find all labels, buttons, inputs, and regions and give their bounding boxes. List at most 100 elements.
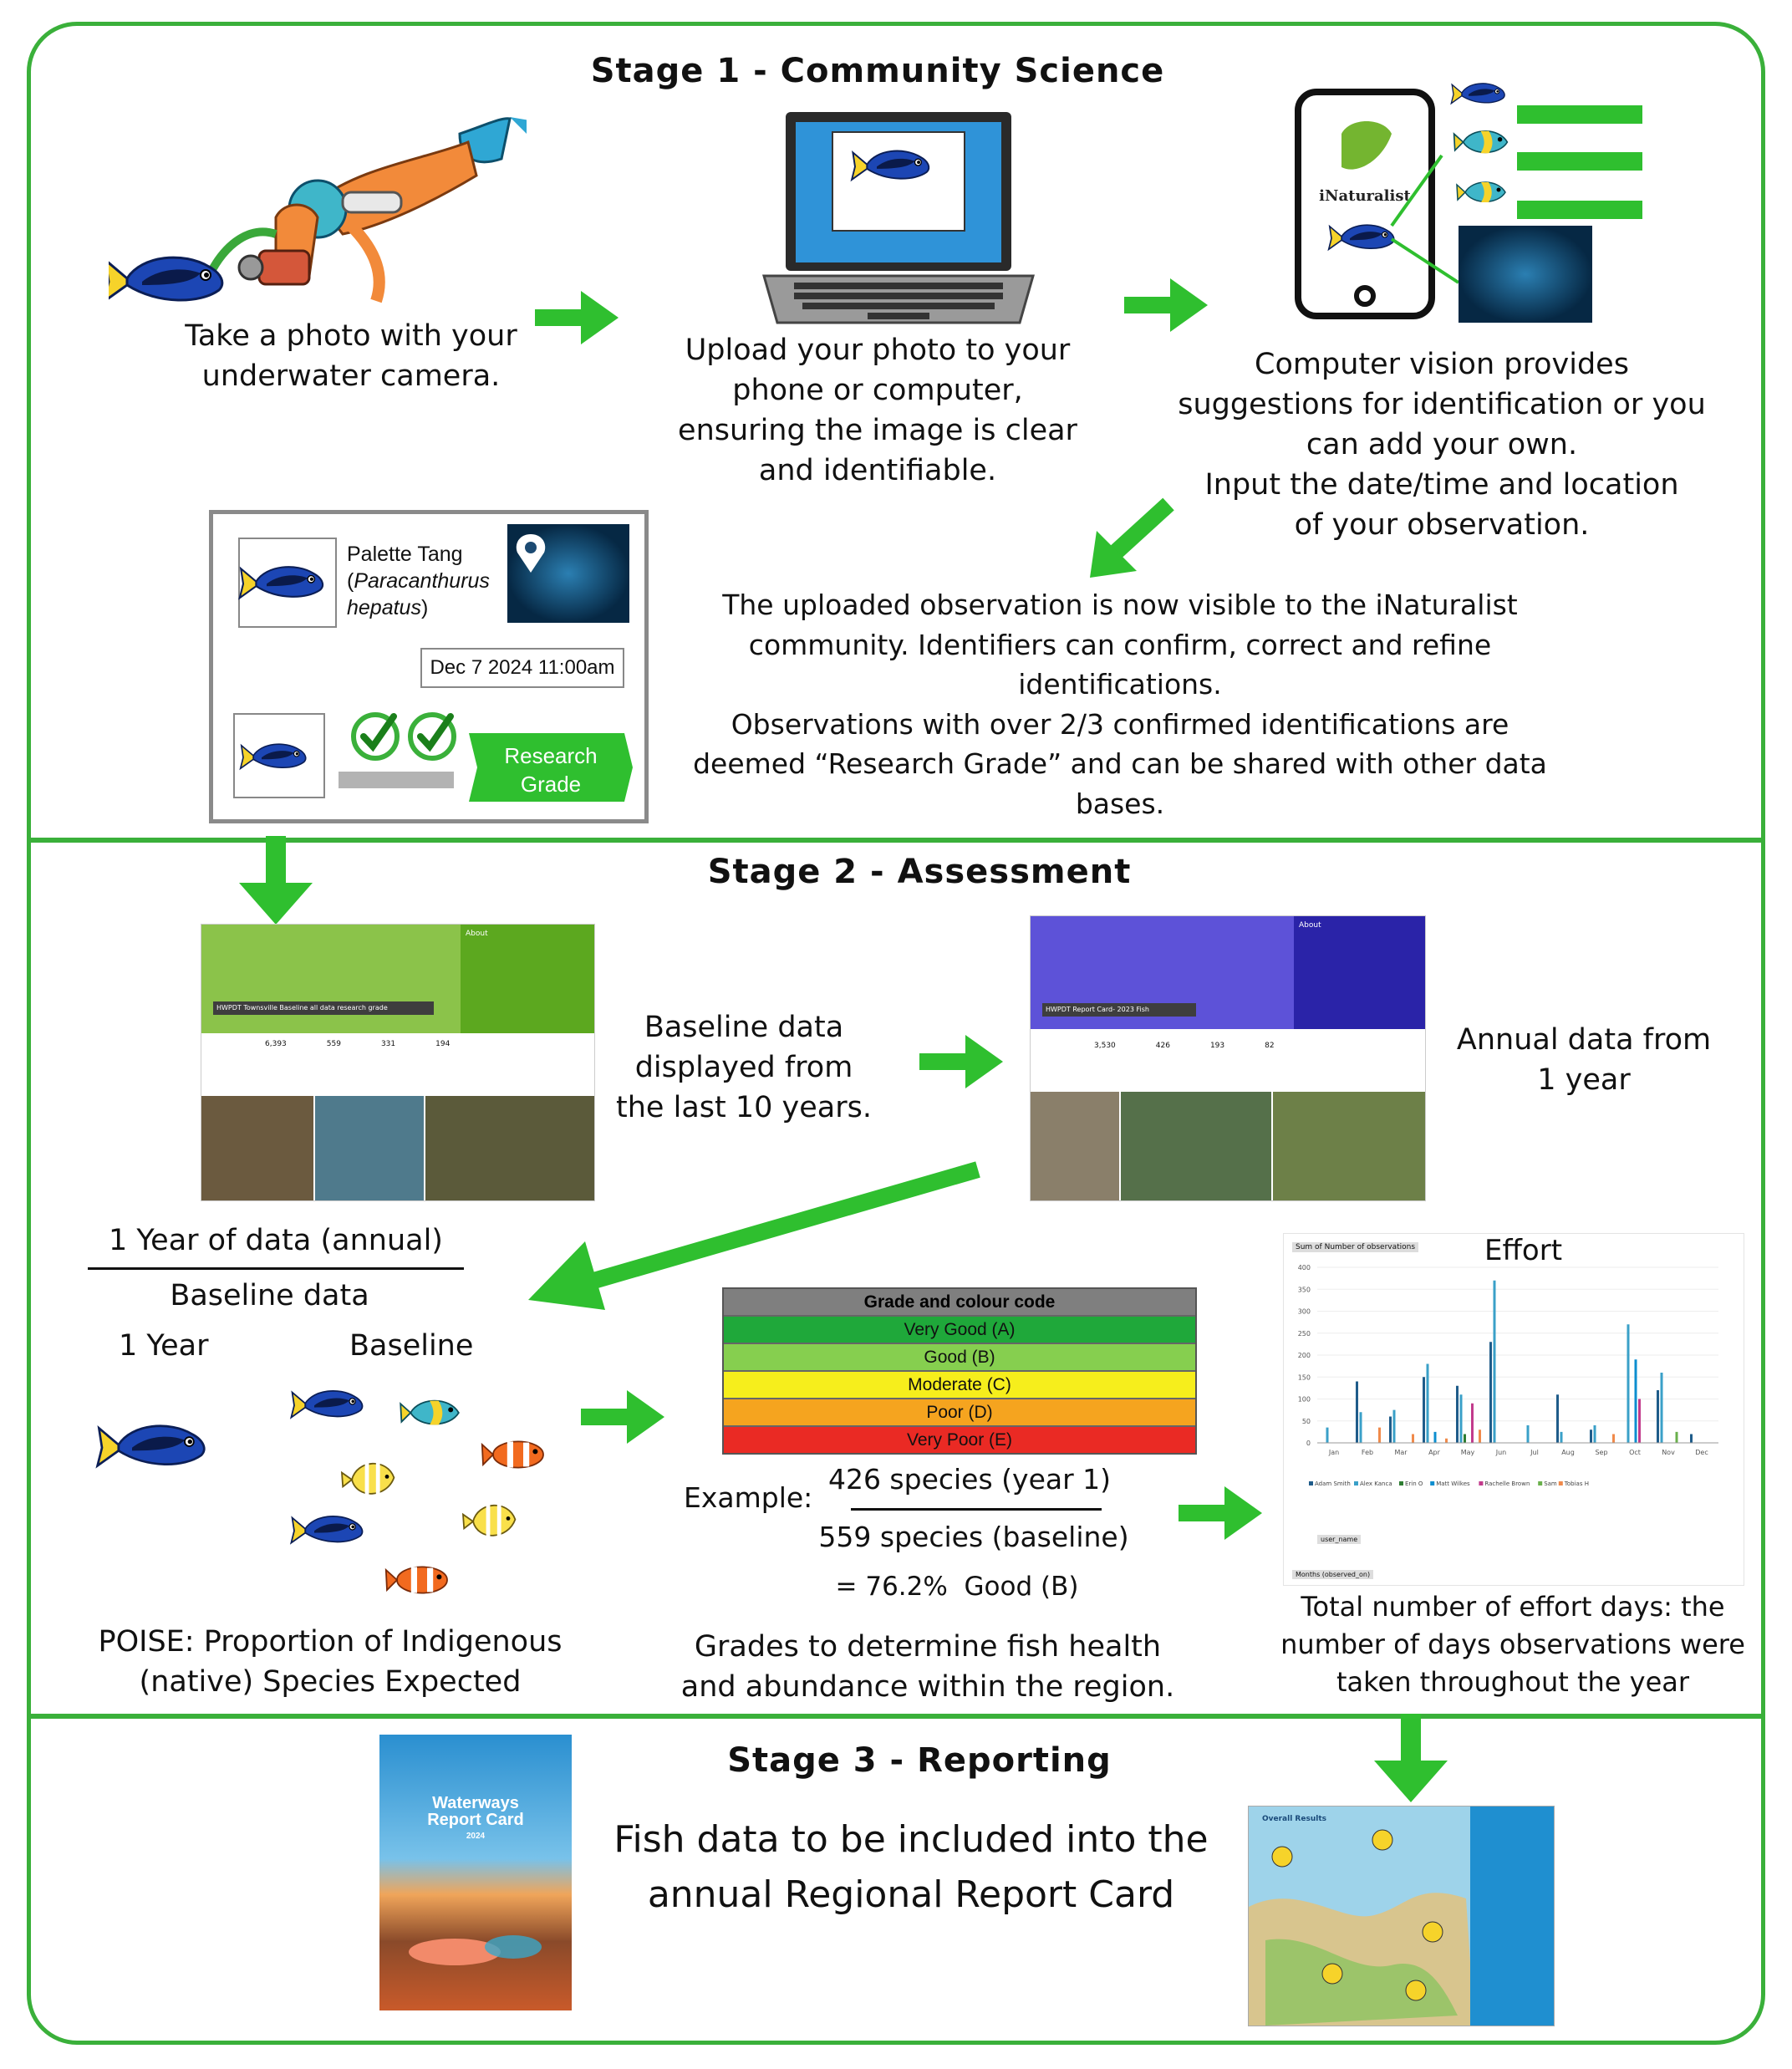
- arrow-right-icon: [1124, 278, 1208, 332]
- bar-alex-kanca: [1560, 1431, 1563, 1443]
- bar-adam-smith: [1456, 1385, 1459, 1443]
- y-tick-label: 250: [1298, 1330, 1311, 1338]
- obs-line: deemed “Research Grade” and can be share…: [693, 747, 1547, 780]
- fraction-numerator: 1 Year of data (annual): [109, 1224, 443, 1257]
- badge-line-1: Research: [504, 743, 597, 768]
- stage-divider-1: [27, 838, 1765, 843]
- bar-alex-kanca: [1426, 1363, 1429, 1443]
- project-title: HWPDT Report Card- 2023 Fish: [1042, 1003, 1196, 1017]
- grade-row-moderate: Moderate (C): [724, 1372, 1195, 1399]
- y-tick-label: 200: [1298, 1352, 1311, 1359]
- y-tick-label: 0: [1306, 1440, 1311, 1447]
- inaturalist-phone: iNaturalist: [1295, 83, 1642, 323]
- example-fraction-line: [851, 1508, 1102, 1511]
- grade-row-very-poor: Very Poor (E): [724, 1427, 1195, 1453]
- regional-report-map: Overall Results: [1248, 1806, 1555, 2026]
- fish-icon: [1456, 181, 1506, 203]
- bar-rachelle-brown: [1638, 1399, 1641, 1443]
- baseline-text: Baseline data displayed from the last 10…: [616, 1011, 872, 1124]
- bar-adam-smith: [1657, 1390, 1659, 1443]
- project-screenshot-annual: About HWPDT Report Card- 2023 Fish 3,530…: [1030, 915, 1426, 1201]
- identification-checks: [344, 708, 469, 767]
- badge-line-2: Grade: [521, 772, 581, 797]
- arrow-right-icon: [919, 1035, 1003, 1088]
- photo-tile: [425, 1096, 594, 1200]
- x-tick-label: May: [1461, 1449, 1475, 1456]
- grade-row-good: Good (B): [724, 1344, 1195, 1372]
- check-icon: [354, 715, 397, 758]
- fish-icon: [96, 1424, 206, 1467]
- bar-alex-kanca: [1459, 1394, 1463, 1443]
- legend-label: Tobias H: [1564, 1480, 1589, 1487]
- bar-erin-o: [1464, 1434, 1466, 1443]
- legend-swatch: [1558, 1481, 1563, 1486]
- label-baseline: Baseline: [349, 1329, 474, 1363]
- cover-title: Waterways Report Card 2024: [379, 1795, 572, 1845]
- annual-text: Annual data from 1 year: [1456, 1023, 1712, 1097]
- y-tick-label: 300: [1298, 1308, 1311, 1316]
- effort-text: Total number of effort days: the number …: [1280, 1591, 1745, 1698]
- map-title: Overall Results: [1262, 1815, 1326, 1823]
- fish-icon: [462, 1502, 517, 1540]
- research-grade-badge: Research Grade: [469, 733, 633, 802]
- inaturalist-bird-icon: [1341, 121, 1392, 170]
- swimmer-icon: [409, 1935, 542, 1965]
- obs-line: Observations with over 2/3 confirmed ide…: [731, 707, 1509, 741]
- photo-tile: [315, 1096, 424, 1200]
- fish-icon: [109, 256, 224, 303]
- stage2-title: Stage 2 - Assessment: [707, 853, 1132, 891]
- photo-tile: [201, 1096, 313, 1200]
- poise-text: POISE: Proportion of Indigenous (native)…: [98, 1625, 563, 1699]
- stat-observers: 194: [435, 1040, 451, 1048]
- location-photo: [507, 524, 629, 623]
- x-tick-label: Nov: [1662, 1449, 1675, 1456]
- arrow-right-icon: [581, 1390, 664, 1444]
- bar-sam: [1675, 1431, 1678, 1443]
- example-result: = 76.2% Good (B): [835, 1572, 1079, 1602]
- bar-adam-smith: [1389, 1416, 1392, 1443]
- report-text-line-2: annual Regional Report Card: [647, 1873, 1175, 1916]
- bar-tobias-h: [1412, 1434, 1414, 1443]
- fish-icon: [341, 1460, 395, 1498]
- y-tick-label: 350: [1298, 1286, 1311, 1293]
- fish-icon: [400, 1399, 460, 1426]
- arrow-down-icon: [1374, 1714, 1448, 1802]
- inaturalist-logo: iNaturalist: [1319, 187, 1411, 205]
- bar-tobias-h: [1479, 1429, 1481, 1443]
- step3-text-b: Input the date/time and location of your…: [1204, 468, 1679, 542]
- project-screenshot-baseline: About HWPDT Townsville Baseline all data…: [201, 924, 595, 1201]
- stat-observers: 82: [1265, 1042, 1275, 1050]
- bar-adam-smith: [1556, 1394, 1559, 1443]
- legend-label: Alex Kanca: [1360, 1480, 1392, 1487]
- stage1-title: Stage 1 - Community Science: [590, 52, 1165, 90]
- chart-filter: user_name: [1317, 1535, 1362, 1544]
- legend-label: Adam Smith: [1315, 1480, 1351, 1487]
- bar-adam-smith: [1590, 1429, 1592, 1443]
- obs-line: community. Identifiers can confirm, corr…: [748, 628, 1492, 661]
- y-tick-label: 150: [1298, 1373, 1311, 1381]
- x-tick-label: Apr: [1428, 1449, 1441, 1456]
- legend-swatch: [1479, 1481, 1484, 1486]
- fish-icon: [1450, 83, 1505, 104]
- fish-thumbnail: [238, 538, 337, 628]
- stat-observations: 3,530: [1094, 1042, 1116, 1050]
- cover-title-line-1: Waterways: [432, 1794, 519, 1812]
- bar-adam-smith: [1489, 1342, 1492, 1443]
- fish-thumbnail: [233, 713, 325, 798]
- x-tick-label: Dec: [1695, 1449, 1708, 1456]
- project-title: HWPDT Townsville Baseline all data resea…: [213, 1001, 434, 1015]
- obs-line: The uploaded observation is now visible …: [722, 589, 1518, 621]
- report-text-line-1: Fish data to be included into the: [613, 1818, 1209, 1861]
- species-common-name: Palette Tang: [347, 543, 463, 566]
- laptop-icon: [762, 112, 1035, 324]
- step3-text-a: Computer vision provides suggestions for…: [1178, 348, 1706, 461]
- legend-label: Sam: [1544, 1480, 1557, 1487]
- bar-matt-wilkes: [1433, 1431, 1437, 1443]
- bar-matt-wilkes: [1634, 1359, 1637, 1443]
- grade-row-very-good: Very Good (A): [724, 1317, 1195, 1344]
- photo-tile: [1273, 1092, 1425, 1200]
- grade-row-poor: Poor (D): [724, 1399, 1195, 1427]
- report-card-cover: Waterways Report Card 2024: [379, 1735, 572, 2010]
